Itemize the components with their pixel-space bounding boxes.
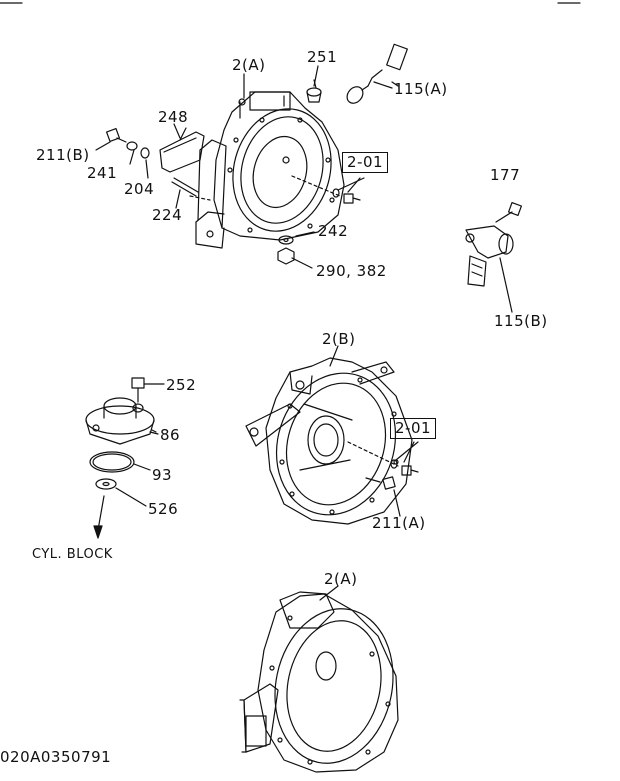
- label-bolt-177: 177: [490, 166, 521, 184]
- label-bracket-86: 86: [160, 426, 181, 444]
- washer-242-drawing: [278, 235, 294, 245]
- label-ref-2-01-mid: 2-01: [390, 418, 437, 439]
- stud-224-drawing: [171, 177, 211, 201]
- sensor-115a-drawing: [346, 43, 408, 104]
- bolt-pair-top-drawing: [291, 175, 365, 204]
- label-bolt-211b: 211(B): [36, 146, 90, 164]
- bolt-252-drawing: [131, 377, 165, 403]
- label-cyl-block: CYL. BLOCK: [32, 547, 113, 562]
- sensor-115b-drawing: [465, 225, 514, 313]
- drawing-number: 020A0350791: [0, 748, 112, 766]
- label-housing-bottom: 2(A): [324, 570, 358, 588]
- nut-290-drawing: [277, 247, 295, 265]
- label-sensor-115b: 115(B): [494, 312, 548, 330]
- label-stud-224: 224: [152, 206, 183, 224]
- oring-93-drawing: [89, 451, 151, 473]
- label-plug-251: 251: [307, 48, 338, 66]
- label-bolt-252: 252: [166, 376, 197, 394]
- leader-lines: [129, 65, 393, 601]
- label-washer-242: 242: [318, 222, 349, 240]
- label-washer-241: 241: [87, 164, 118, 182]
- cover-248-drawing: [159, 127, 205, 173]
- label-nut-290-382: 290, 382: [316, 262, 387, 280]
- label-washer-526: 526: [148, 500, 179, 518]
- bolt-pair-mid-drawing: [347, 441, 419, 476]
- label-cover-248: 248: [158, 108, 189, 126]
- label-sensor-115a: 115(A): [394, 80, 448, 98]
- washer-526-drawing: [95, 478, 147, 507]
- label-bolt-211a: 211(A): [372, 514, 426, 532]
- bolt-177-drawing: [495, 201, 523, 223]
- label-oring-93: 93: [152, 466, 173, 484]
- housing-mid-drawing: [245, 357, 413, 525]
- housing-top-drawing: [195, 91, 345, 249]
- bolt-211a-drawing: [365, 476, 401, 517]
- cyl-block-arrow: [93, 495, 105, 539]
- housing-bottom-drawing: [239, 591, 399, 773]
- label-housing-mid: 2(B): [322, 330, 356, 348]
- label-ref-2-01-top: 2-01: [342, 152, 389, 173]
- label-washer-204: 204: [124, 180, 155, 198]
- bracket-86-drawing: [85, 397, 159, 445]
- label-housing-top: 2(A): [232, 56, 266, 74]
- bolt-211b-drawing: [95, 127, 150, 159]
